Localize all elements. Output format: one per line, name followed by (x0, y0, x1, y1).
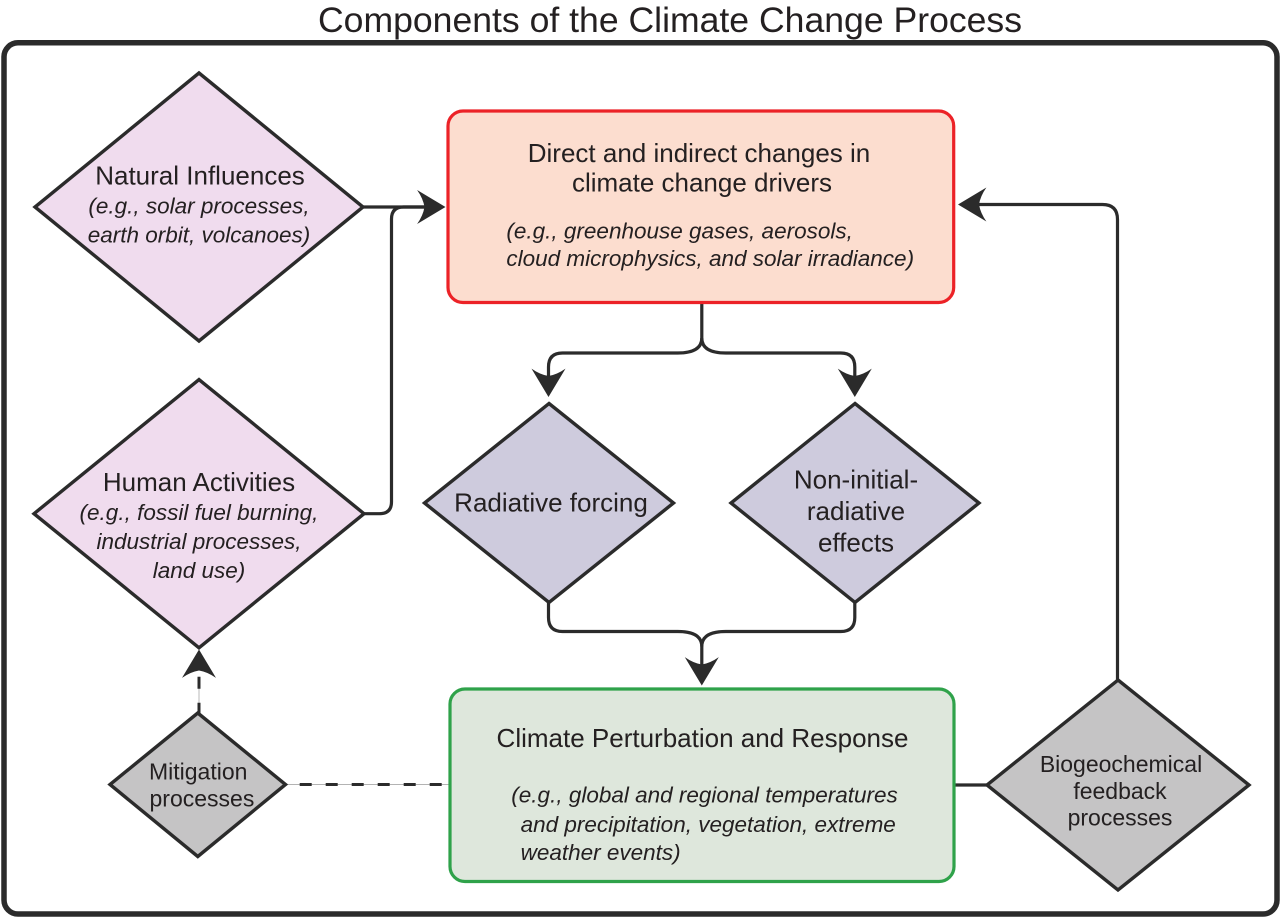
svg-text:earth orbit, volcanoes): earth orbit, volcanoes) (88, 223, 311, 248)
svg-text:industrial processes,: industrial processes, (96, 529, 301, 554)
svg-text:climate change drivers: climate change drivers (572, 168, 832, 198)
svg-text:Human Activities: Human Activities (103, 467, 295, 497)
svg-text:and precipitation, vegetation,: and precipitation, vegetation, extreme (521, 812, 896, 837)
svg-text:Non-initial-: Non-initial- (794, 465, 918, 495)
svg-text:weather events): weather events) (521, 840, 681, 865)
svg-text:(e.g., global and regional tem: (e.g., global and regional temperatures (511, 783, 898, 808)
svg-text:Components of the Climate Chan: Components of the Climate Change Process (318, 0, 1022, 40)
svg-text:Direct and indirect changes in: Direct and indirect changes in (528, 138, 871, 168)
svg-text:(e.g., fossil fuel burning,: (e.g., fossil fuel burning, (80, 500, 319, 525)
svg-text:(e.g., greenhouse gases, aeros: (e.g., greenhouse gases, aerosols, (506, 218, 852, 243)
svg-text:radiative: radiative (807, 496, 905, 526)
svg-text:processes: processes (1068, 805, 1173, 831)
svg-text:land use): land use) (153, 558, 246, 583)
svg-text:cloud microphysics, and solar: cloud microphysics, and solar irradiance… (506, 246, 914, 271)
svg-text:processes: processes (150, 786, 255, 812)
svg-text:Mitigation: Mitigation (149, 759, 247, 785)
svg-text:Natural Influences: Natural Influences (95, 161, 305, 191)
svg-text:Climate Perturbation and Respo: Climate Perturbation and Response (497, 723, 909, 753)
svg-text:Biogeochemical: Biogeochemical (1040, 751, 1202, 777)
svg-text:(e.g., solar processes,: (e.g., solar processes, (88, 194, 309, 219)
svg-text:Radiative forcing: Radiative forcing (454, 488, 648, 518)
svg-text:effects: effects (818, 528, 894, 558)
svg-text:feedback: feedback (1073, 778, 1167, 804)
